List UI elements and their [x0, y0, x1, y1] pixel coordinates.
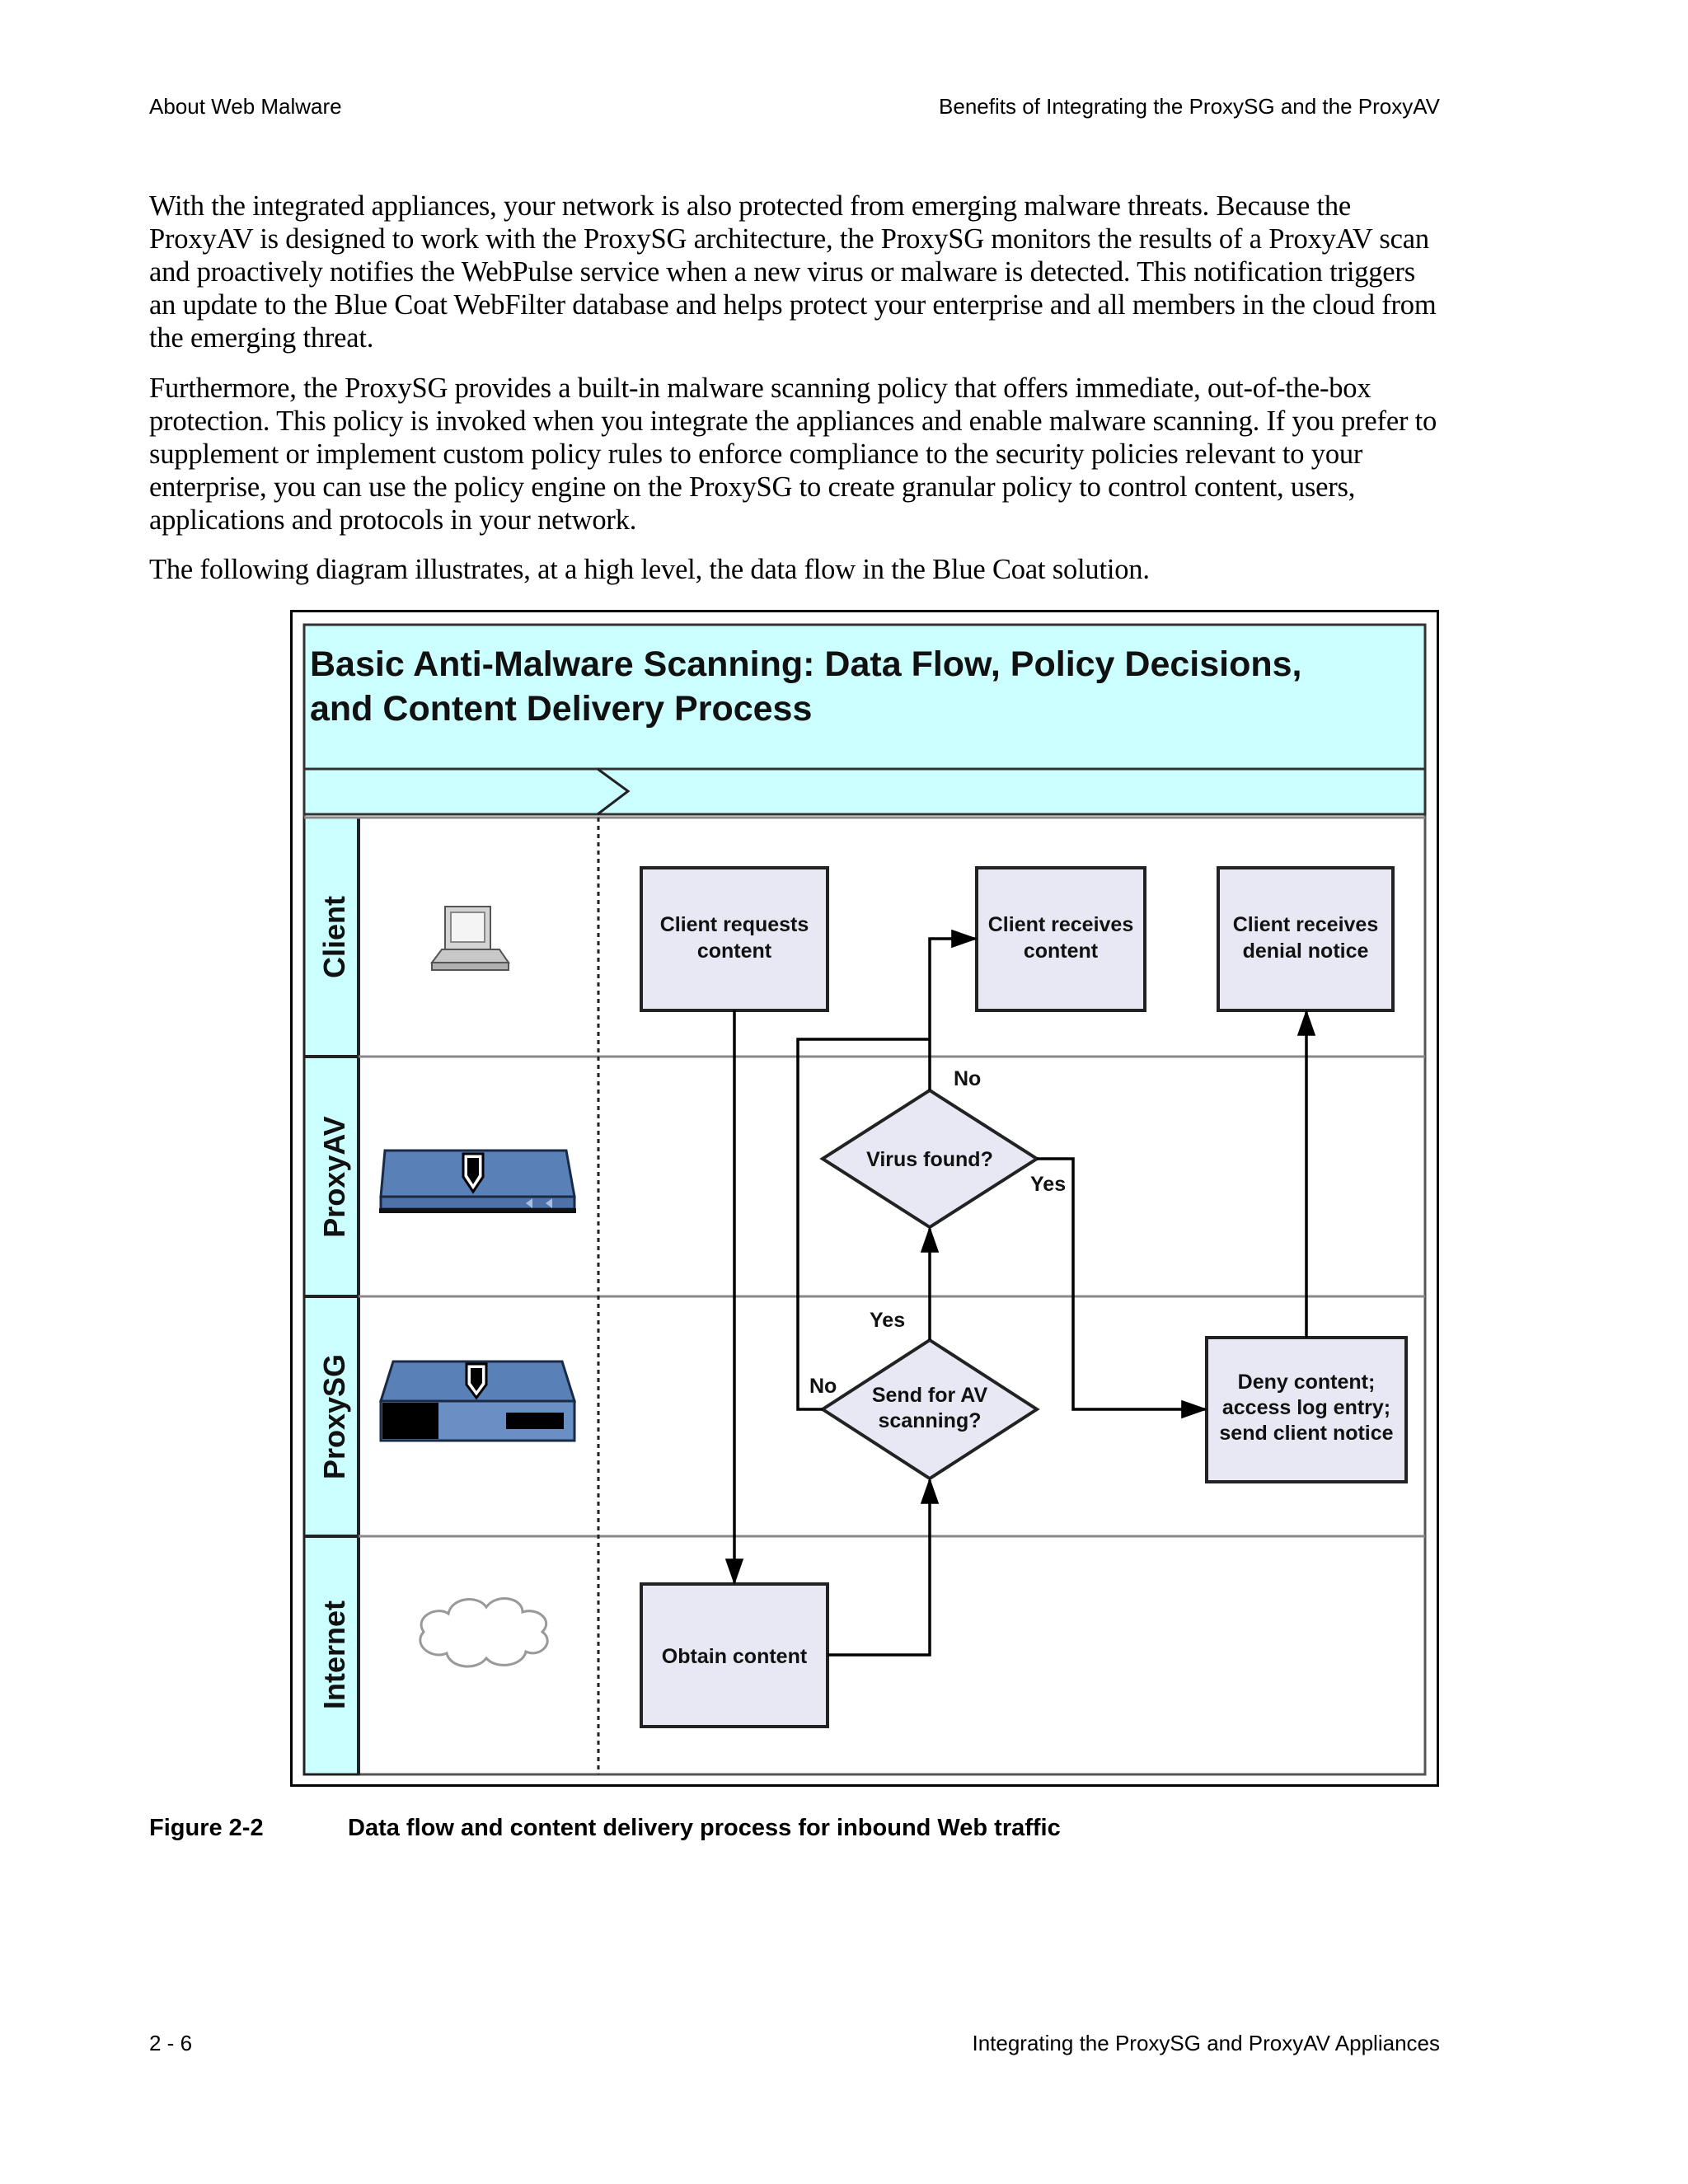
footer-book-title: Integrating the ProxySG and ProxyAV Appl… [972, 2031, 1440, 2055]
edge-label-no-scan: No [809, 1375, 837, 1398]
lane-label-internet: Internet [317, 1601, 351, 1709]
svg-text:Client requests: Client requests [660, 913, 809, 936]
cloud-icon [419, 1597, 549, 1668]
phase-band [302, 767, 1427, 816]
svg-text:content: content [1024, 940, 1099, 963]
lane-label-client: Client [317, 896, 351, 978]
node-send-for-av: Send for AV scanning? [819, 1338, 1040, 1481]
header-section-title: About Web Malware [149, 94, 342, 119]
svg-text:Obtain content: Obtain content [662, 1645, 808, 1668]
svg-text:Client receives: Client receives [988, 913, 1134, 936]
page-number: 2 - 6 [149, 2031, 193, 2055]
svg-text:scanning?: scanning? [878, 1409, 981, 1432]
header-chapter-title: Benefits of Integrating the ProxySG and … [939, 94, 1440, 119]
svg-text:content: content [697, 940, 772, 963]
lane-label-proxysg: ProxySG [317, 1354, 351, 1479]
edge-label-yes-scan: Yes [870, 1309, 905, 1332]
diagram-title-band [302, 623, 1427, 771]
lane-label-proxyav: ProxyAV [317, 1116, 351, 1237]
node-obtain-content: Obtain content [640, 1582, 829, 1728]
node-deny-content: Deny content; access log entry; send cli… [1205, 1336, 1408, 1483]
svg-text:Deny content;: Deny content; [1238, 1371, 1376, 1394]
diagram-title-line2: and Content Delivery Process [310, 689, 812, 729]
data-flow-diagram: Basic Anti-Malware Scanning: Data Flow, … [290, 610, 1439, 1787]
paragraph-2: Furthermore, the ProxySG provides a buil… [149, 373, 1437, 536]
svg-text:access log entry;: access log entry; [1222, 1396, 1390, 1419]
node-client-receives-content: Client receives content [975, 866, 1146, 1012]
node-client-requests: Client requests content [640, 866, 829, 1012]
paragraph-1: With the integrated appliances, your net… [149, 190, 1437, 354]
proxysg-appliance-icon [378, 1360, 577, 1442]
figure-title: Data flow and content delivery process f… [348, 1815, 1061, 1841]
svg-text:Virus found?: Virus found? [866, 1148, 993, 1171]
node-client-denial-notice: Client receives denial notice [1217, 866, 1395, 1012]
svg-text:Send for AV: Send for AV [872, 1384, 988, 1407]
paragraph-3: The following diagram illustrates, at a … [149, 554, 1150, 585]
figure-number: Figure 2-2 [149, 1815, 264, 1841]
svg-text:Client receives: Client receives [1233, 913, 1379, 936]
edge-label-no-virus: No [954, 1067, 981, 1090]
proxyav-appliance-icon [379, 1149, 576, 1213]
svg-text:denial notice: denial notice [1243, 940, 1369, 963]
svg-text:send client notice: send client notice [1219, 1422, 1393, 1445]
computer-icon [430, 906, 510, 971]
edge-label-yes-virus: Yes [1030, 1173, 1066, 1196]
diagram-title-line1: Basic Anti-Malware Scanning: Data Flow, … [310, 644, 1302, 684]
phase-chevron [597, 767, 631, 816]
